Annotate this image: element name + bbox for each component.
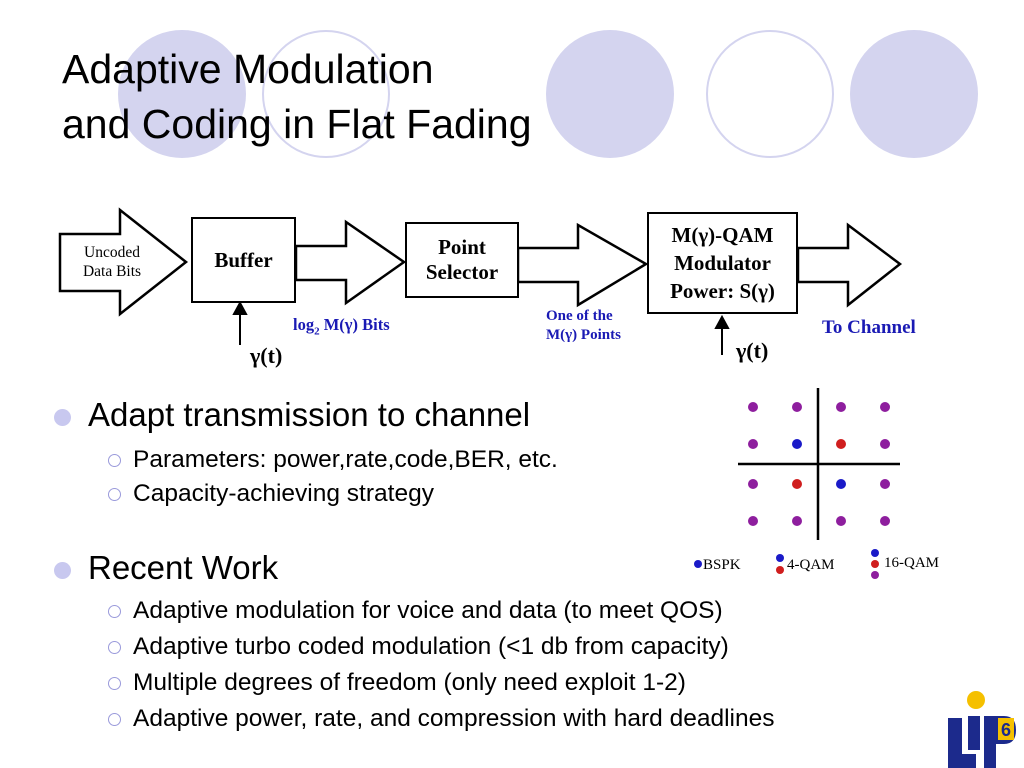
- modulator-label-line-1: M(γ)-QAM: [671, 223, 774, 247]
- gamma-right-label: γ(t): [736, 338, 769, 363]
- sub-bullet-turbo-coded: Adaptive turbo coded modulation (<1 db f…: [133, 633, 729, 660]
- legend-4qam-red-dot: [776, 566, 784, 574]
- slide-title: Adaptive Modulation and Coding in Flat F…: [62, 42, 532, 152]
- constellation-point: [748, 439, 758, 449]
- arrow-buffer-to-selector: [294, 219, 407, 306]
- modulator-label-line-2: Modulator: [674, 251, 771, 275]
- sub-bullet-marker: [108, 605, 121, 618]
- sub-bullet-marker: [108, 713, 121, 726]
- decor-circle: [262, 30, 390, 158]
- logo-letter-i: [968, 716, 980, 750]
- legend-16qam-blue-dot: [871, 549, 879, 557]
- constellation-point: [792, 402, 802, 412]
- title-line-2: and Coding in Flat Fading: [62, 101, 532, 147]
- constellation-point: [748, 479, 758, 489]
- constellation-point: [836, 479, 846, 489]
- selector-label-line-1: Point: [438, 235, 486, 259]
- sub-bullet-marker: [108, 488, 121, 501]
- legend-4qam-label: 4-QAM: [787, 557, 835, 573]
- bullet-marker: [54, 409, 71, 426]
- points-label-line-2: M(γ) Points: [546, 327, 621, 343]
- point-selector-block: Point Selector: [405, 222, 519, 298]
- sub-bullet-capacity: Capacity-achieving strategy: [133, 480, 434, 507]
- constellation-point: [792, 479, 802, 489]
- constellation-point: [792, 516, 802, 526]
- points-label: One of the M(γ) Points: [546, 307, 621, 345]
- buffer-block: Buffer: [191, 217, 296, 303]
- points-label-line-1: One of the: [546, 308, 613, 324]
- sub-bullet-hard-deadlines: Adaptive power, rate, and compression wi…: [133, 705, 775, 732]
- legend-16qam-label: 16-QAM: [884, 555, 939, 571]
- constellation-point: [880, 402, 890, 412]
- bits-label: log2 M(γ) Bits: [293, 315, 390, 338]
- logo-yellow-dot: [967, 691, 985, 709]
- arrow-selector-to-modulator: [516, 222, 649, 308]
- to-channel-label: To Channel: [822, 317, 916, 338]
- decor-circle: [706, 30, 834, 158]
- block-diagram-arrows: [58, 207, 903, 355]
- buffer-label: Buffer: [214, 247, 273, 272]
- constellation-point: [836, 516, 846, 526]
- gamma-right-arrowhead: [714, 314, 730, 329]
- legend-4qam-blue-dot: [776, 554, 784, 562]
- input-arrow-label: Uncoded Data Bits: [62, 243, 162, 281]
- modulator-block: M(γ)-QAM Modulator Power: S(γ): [647, 212, 798, 314]
- bullet-adapt-transmission: Adapt transmission to channel: [88, 396, 531, 433]
- output-arrow: [796, 222, 903, 308]
- constellation-legend-markers: [694, 549, 879, 579]
- bullet-recent-work: Recent Work: [88, 549, 279, 586]
- constellation-point: [836, 402, 846, 412]
- constellation-point: [792, 439, 802, 449]
- constellation-point: [880, 516, 890, 526]
- sub-bullet-marker: [108, 677, 121, 690]
- constellation-diagram: [738, 388, 900, 540]
- constellation-point: [748, 402, 758, 412]
- legend-bpsk-blue-dot: [694, 560, 702, 568]
- constellation-point: [880, 439, 890, 449]
- sub-bullet-marker: [108, 454, 121, 467]
- decor-circle: [546, 30, 674, 158]
- logo-yellow-badge: [998, 718, 1014, 740]
- input-label-line-1: Uncoded: [84, 244, 140, 261]
- title-line-1: Adaptive Modulation: [62, 46, 434, 92]
- legend-16qam-purple-dot: [871, 571, 879, 579]
- gamma-left-label: γ(t): [250, 343, 283, 368]
- legend-bpsk-label: BSPK: [703, 557, 741, 573]
- logo-number: 6: [1001, 720, 1011, 740]
- input-arrow: [58, 207, 189, 317]
- sub-bullet-voice-data: Adaptive modulation for voice and data (…: [133, 597, 723, 624]
- constellation-point: [880, 479, 890, 489]
- legend-16qam-red-dot: [871, 560, 879, 568]
- sub-bullet-degrees-freedom: Multiple degrees of freedom (only need e…: [133, 669, 686, 696]
- bullet-marker: [54, 562, 71, 579]
- decor-circle: [118, 30, 246, 158]
- selector-label-line-2: Selector: [425, 260, 499, 284]
- sub-bullet-marker: [108, 641, 121, 654]
- sub-bullet-parameters: Parameters: power,rate,code,BER, etc.: [133, 446, 558, 473]
- gamma-left-arrowhead: [232, 300, 248, 315]
- decor-circle: [850, 30, 978, 158]
- modulator-label-line-3: Power: S(γ): [670, 279, 775, 303]
- input-label-line-2: Data Bits: [82, 263, 142, 280]
- lab-logo: 6: [948, 691, 1016, 768]
- constellation-point: [748, 516, 758, 526]
- logo-letter-shape: [948, 718, 976, 768]
- constellation-point: [836, 439, 846, 449]
